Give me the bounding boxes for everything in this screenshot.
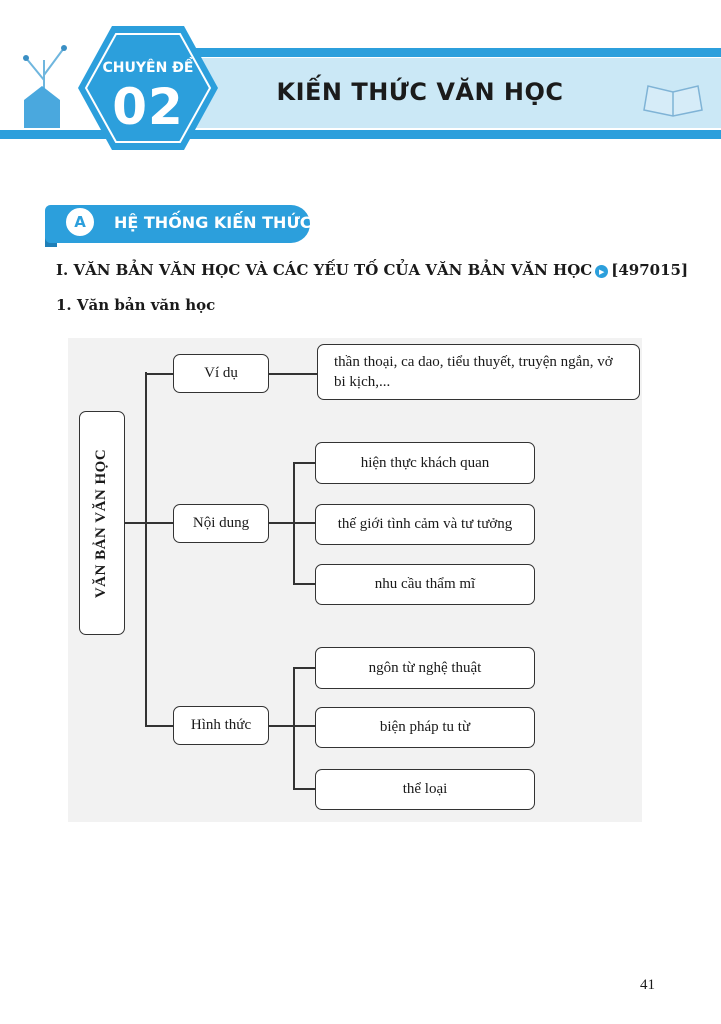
connector [145,372,147,727]
play-circle-icon[interactable]: ▶ [595,265,609,278]
connector [293,583,315,585]
subheading: 1. Văn bản văn học [56,296,216,314]
topic-number: 02 [112,78,184,136]
connector [146,373,173,375]
connector [269,373,317,375]
leaf-node: hiện thực khách quan [315,442,535,484]
leaf-node: thần thoại, ca dao, tiểu thuyết, truyện … [317,344,640,400]
header-band [150,58,721,128]
connector [125,522,146,524]
branch-node: Ví dụ [173,354,269,393]
connector [293,788,315,790]
leaf-node: ngôn từ nghệ thuật [315,647,535,689]
connector [269,725,315,727]
section-title: HỆ THỐNG KIẾN THỨC [114,213,312,232]
branch-node: Hình thức [173,706,269,745]
leaf-node: biện pháp tu từ [315,707,535,748]
root-node: VĂN BẢN VĂN HỌC [79,411,125,635]
header-band-bottom [0,130,721,139]
connector [293,462,295,584]
connector [293,462,315,464]
topic-hexagon [78,26,218,150]
heading-text: I. VĂN BẢN VĂN HỌC VÀ CÁC YẾU TỐ CỦA VĂN… [56,261,593,279]
connector [293,667,295,789]
leaf-node: nhu cầu thẩm mĩ [315,564,535,605]
chapter-title: KIẾN THỨC VĂN HỌC [276,78,564,106]
branch-node: Nội dung [173,504,269,543]
connector [293,667,315,669]
open-book-icon [643,85,703,117]
header-band-top [150,48,721,57]
heading-code[interactable]: [497015] [611,261,689,279]
leaf-node: thể loại [315,769,535,810]
topic-label: CHUYÊN ĐỀ [102,60,194,76]
heading: I. VĂN BẢN VĂN HỌC VÀ CÁC YẾU TỐ CỦA VĂN… [56,261,688,279]
page-number: 41 [640,977,655,993]
connector [146,522,173,524]
connector [269,522,315,524]
connector [146,725,173,727]
section-letter: A [63,205,97,239]
root-label: VĂN BẢN VĂN HỌC [93,448,110,598]
leaf-node: thế giới tình cảm và tư tưởng [315,504,535,545]
plant-pot-icon [23,45,67,128]
